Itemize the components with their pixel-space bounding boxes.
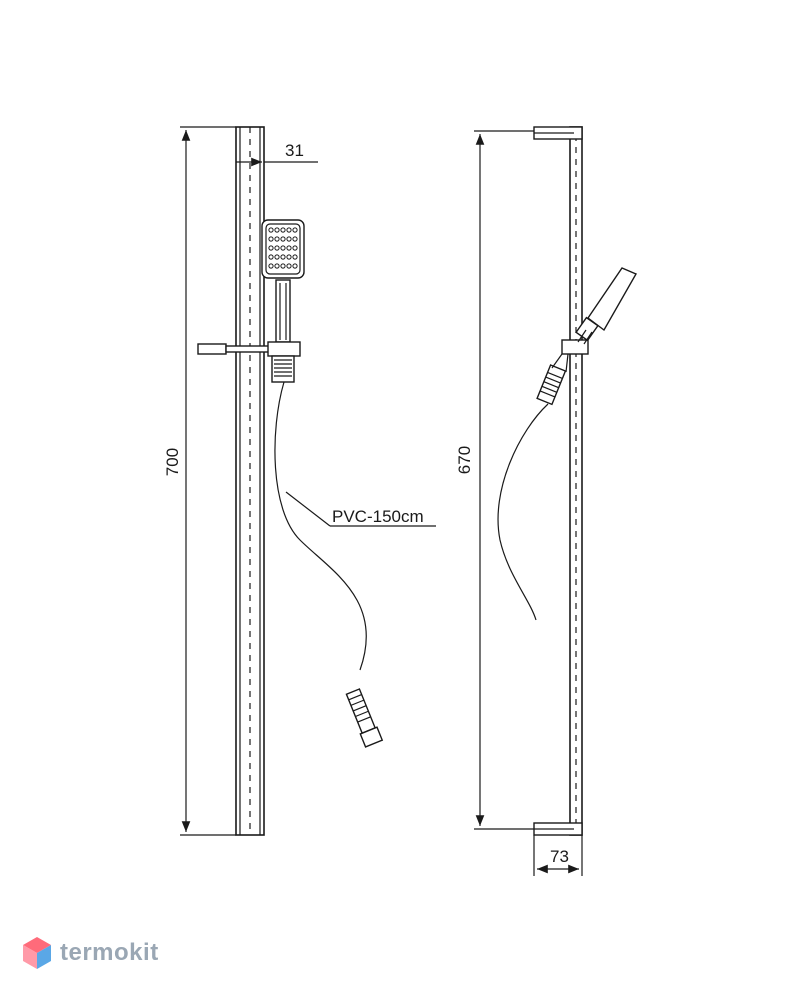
shower-nozzle (274, 236, 280, 242)
top-bracket (533, 126, 583, 140)
brand-logo: termokit (22, 936, 159, 970)
side-height-label: 670 (455, 446, 474, 474)
shower-nozzle (286, 236, 292, 242)
shower-nozzle (292, 227, 298, 233)
shower-nozzle (280, 254, 286, 260)
side-slider (561, 339, 589, 355)
side-view: 670 73 (455, 126, 637, 876)
bar-width-dimension: 31 (236, 141, 318, 167)
brand-name: termokit (60, 939, 159, 966)
shower-nozzle (286, 254, 292, 260)
depth-label: 73 (550, 847, 569, 866)
shower-nozzle (292, 263, 298, 269)
shower-nozzle (268, 263, 274, 269)
front-rail (235, 126, 265, 836)
shower-nozzle (280, 236, 286, 242)
shower-nozzle (274, 263, 280, 269)
hose-label: PVC-150cm (332, 507, 424, 526)
depth-dimension: 73 (533, 835, 583, 876)
shower-nozzle (268, 245, 274, 251)
shower-nozzle (268, 227, 274, 233)
shower-nozzle (268, 236, 274, 242)
side-height-dimension: 670 (455, 130, 534, 830)
shower-nozzles (268, 227, 298, 269)
shower-nozzle (286, 245, 292, 251)
hose-label-leader: PVC-150cm (285, 491, 436, 527)
shower-nozzle (292, 245, 298, 251)
front-hose (274, 381, 367, 671)
shower-nozzle (280, 227, 286, 233)
shower-nozzle (292, 236, 298, 242)
shower-nozzle (268, 254, 274, 260)
side-hose-connector (536, 364, 567, 406)
shower-nozzle (280, 245, 286, 251)
side-connector-link (551, 353, 563, 369)
bottom-bracket (533, 822, 583, 836)
front-view: 700 31 (163, 126, 436, 836)
shower-nozzle (274, 254, 280, 260)
side-hand-shower (575, 267, 637, 345)
front-height-label: 700 (163, 448, 182, 476)
shower-nozzle (274, 227, 280, 233)
hose-end-fitting (345, 688, 384, 748)
side-hose (497, 403, 549, 621)
shower-nozzle (286, 227, 292, 233)
shower-nozzle (280, 263, 286, 269)
front-height-dimension: 700 (163, 126, 236, 836)
front-slider (197, 341, 301, 383)
hose-connector-top (274, 359, 292, 377)
side-rail (569, 126, 583, 836)
shower-nozzle (292, 254, 298, 260)
bar-width-label: 31 (285, 141, 304, 160)
brand-cube-icon (23, 937, 51, 969)
front-hand-shower (261, 219, 305, 343)
shower-nozzle (274, 245, 280, 251)
shower-nozzle (286, 263, 292, 269)
